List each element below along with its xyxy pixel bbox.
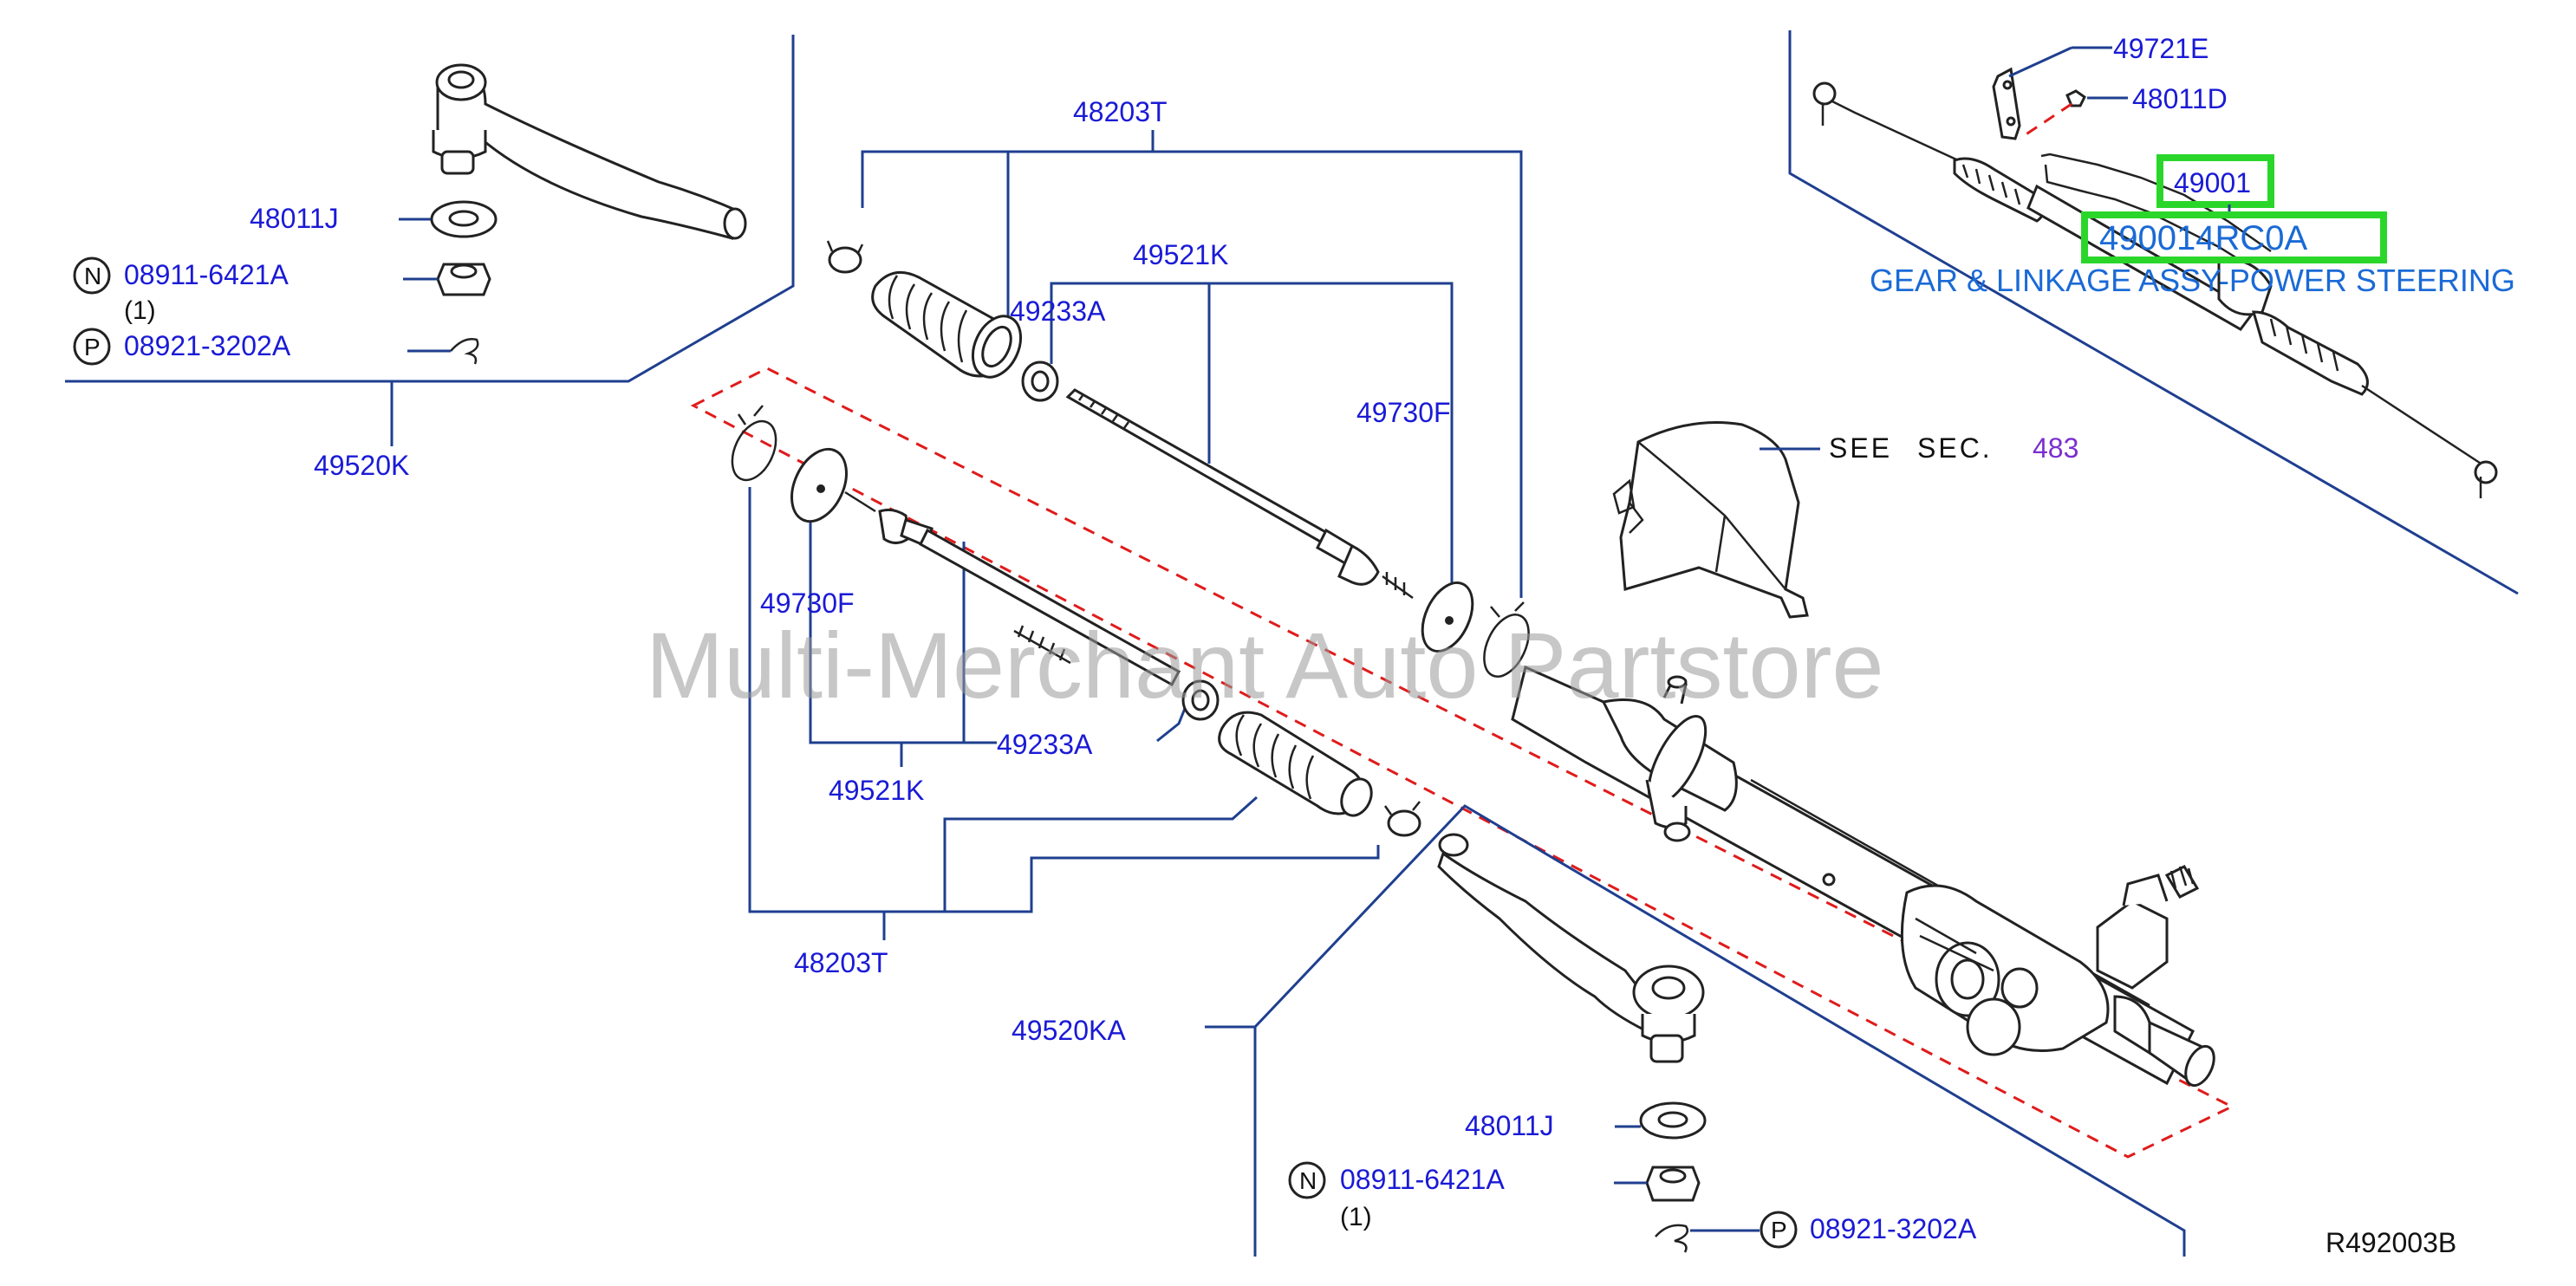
see-label: SEE: [1829, 432, 1892, 464]
boot-bottom: [1218, 711, 1373, 817]
tie-rod-end-bottom: [1437, 833, 1705, 1063]
assembly-inset: 49721E 48011D 49001 490014RC0A GEAR & LI…: [1788, 30, 2519, 595]
part-label-08911-top[interactable]: 08911-6421A: [124, 259, 289, 290]
part-label-49001[interactable]: 49001: [2174, 167, 2251, 198]
n-marker-top-text: N: [84, 263, 101, 289]
heat-shield: SEE SEC. 483: [1612, 421, 2078, 619]
p-marker-bottom-text: P: [1771, 1217, 1787, 1244]
top-left-group: 48011J N 08911-6421A (1) P 08921-3202A 4…: [65, 35, 795, 481]
highlight-49001: [2156, 154, 2274, 208]
part-label-08921-top[interactable]: 08921-3202A: [124, 330, 291, 361]
nut-bottom: [1645, 1166, 1701, 1202]
part-label-49730F-right[interactable]: 49730F: [1356, 397, 1451, 428]
part-label-49233A-bottom[interactable]: 49233A: [997, 729, 1093, 760]
part-label-49520K[interactable]: 49520K: [314, 450, 409, 481]
part-label-48203T-top[interactable]: 48203T: [1073, 96, 1168, 127]
part-label-49520KA[interactable]: 49520KA: [1012, 1015, 1126, 1046]
left-lower-group: 49730F 49233A 49521K 48203T: [731, 405, 1421, 978]
p-marker-top: [73, 328, 111, 366]
washer-bottom: [1639, 1101, 1707, 1140]
inner-rod-bottom: [844, 490, 1181, 687]
washer-top: [430, 200, 498, 238]
washer-49730f-left: [790, 447, 848, 523]
bottom-right-group: 49520KA 48011J N 08911-6421A (1) P 08921…: [1012, 804, 2186, 1257]
part-label-08921-bottom[interactable]: 08921-3202A: [1810, 1213, 1977, 1244]
nut-top: [436, 263, 491, 296]
qty-bottom: (1): [1340, 1203, 1372, 1231]
washer-49730f-right: [1421, 581, 1474, 653]
section-ref-link[interactable]: 483: [2033, 432, 2078, 464]
highlight-490014RC0A: [2081, 211, 2387, 263]
qty-top: (1): [124, 296, 156, 325]
part-label-49521K-top[interactable]: 49521K: [1133, 239, 1228, 270]
n-marker-bottom-text: N: [1299, 1167, 1317, 1194]
bolt-48011d: [2019, 89, 2086, 140]
clamp-top: [826, 240, 864, 274]
p-marker-top-text: P: [84, 334, 101, 360]
n-marker-top: [73, 257, 111, 295]
part-label-48011J-bottom[interactable]: 48011J: [1465, 1110, 1554, 1141]
part-label-49521K-bottom[interactable]: 49521K: [829, 775, 924, 806]
top-center-group: 48203T 49521K 49233A 49730F: [826, 96, 1530, 678]
tie-rod-end-top: [432, 63, 747, 240]
part-label-08911-bottom[interactable]: 08911-6421A: [1340, 1164, 1505, 1195]
boot-top: [871, 270, 1023, 379]
part-label-48011J-top[interactable]: 48011J: [250, 203, 339, 234]
nut-49233a-top: [1021, 360, 1059, 402]
bracket-49721e: [1992, 67, 2021, 140]
dashed-assembly-box: [690, 367, 2235, 1159]
assembly-caption: GEAR & LINKAGE ASSY-POWER STEERING: [1870, 263, 2515, 298]
cotter-pin-top: [450, 338, 479, 365]
n-marker-bottom: [1288, 1161, 1326, 1199]
part-label-49721E[interactable]: 49721E: [2113, 33, 2208, 64]
sec-label: SEC.: [1917, 432, 1993, 464]
diagram-code: R492003B: [2326, 1227, 2456, 1258]
clamp-bottom: [1383, 801, 1421, 837]
p-marker-bottom: [1760, 1211, 1798, 1249]
circlip-right: [1483, 601, 1530, 678]
part-label-49730F-left[interactable]: 49730F: [760, 588, 855, 619]
cotter-pin-bottom: [1655, 1224, 1689, 1253]
part-number-490014RC0A[interactable]: 490014RC0A: [2099, 219, 2307, 257]
part-label-49233A-top[interactable]: 49233A: [1010, 296, 1106, 327]
part-label-48011D[interactable]: 48011D: [2132, 83, 2228, 114]
circlip-left: [731, 405, 777, 482]
part-label-48203T-bottom[interactable]: 48203T: [794, 947, 888, 978]
watermark: Multi-Merchant Auto Partstore: [646, 613, 1884, 718]
inner-rod-top: [1065, 388, 1414, 600]
nut-49233a-bottom: [1181, 679, 1220, 721]
steering-rack-housing: [1511, 665, 2215, 1088]
